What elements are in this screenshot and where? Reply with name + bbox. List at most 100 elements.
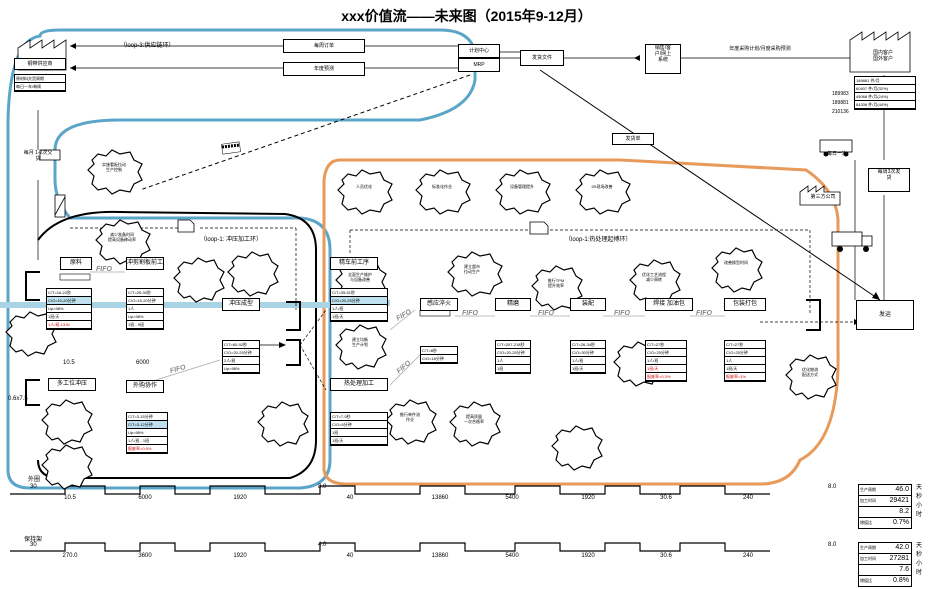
- tl1-units: 天 秒 小时: [916, 485, 923, 518]
- process-heat: 感应淬火: [420, 298, 458, 311]
- customer-factory-icon: [849, 31, 911, 73]
- tl1-start: 30: [30, 484, 37, 490]
- size-label: 0.6x7.5: [8, 396, 28, 402]
- tl1-val-4: 13860: [431, 495, 449, 501]
- process-press-data: C/T=60-92秒 C/O=20-25分钟 2人/班 Up=98%: [222, 340, 260, 374]
- tl1-val-8: 240: [742, 495, 753, 501]
- loop-1-boundary: [322, 158, 840, 486]
- kaizen-text-1: 标准化作业: [432, 184, 452, 189]
- tl2-label: 保持架: [24, 537, 43, 543]
- tl2-val-5: 5400: [505, 553, 519, 559]
- tl1-val-5: 5400: [505, 495, 519, 501]
- weekly-order-box: 每周订单: [283, 39, 365, 53]
- tl2-val-0: 270.0: [62, 553, 78, 559]
- supplier-data-box: 原材料交货周期 每日一车/每周: [14, 74, 66, 92]
- kaizen-text-10: 改善换型时间: [724, 260, 748, 265]
- loop-middle-label: （loop-1: 冲压加工环）: [200, 237, 263, 243]
- process-pack-data: C/T=27秒 C/O=25分钟 1人 1班/天 报废率=1%: [724, 340, 766, 382]
- page-title: xxx价值流——未来图（2015年9-12月）: [341, 8, 592, 24]
- annual-forecast-box: 年度预测: [283, 62, 365, 76]
- process-grind-data: C/T=207-218秒 C/O=20-25分钟 1人 1班: [495, 340, 531, 374]
- process-receive-data: C/T=16-22秒 C/O=10-20分钟 Up=98% 1班/天 1人/班-…: [46, 288, 92, 330]
- plan-center-box: 计划中心: [458, 44, 500, 58]
- kaizen-text-14: 优化物流 配送方式: [802, 367, 818, 377]
- customer-name: 国内客户 国外客户: [872, 50, 893, 62]
- kaizen-text-3: 5S现场改善: [591, 184, 613, 189]
- process-turn: 精车前工序: [330, 257, 378, 270]
- tl2-units: 天 秒 小时: [916, 543, 923, 576]
- kaizen-text-4: 实施看板拉动 生产控制: [102, 162, 126, 172]
- material-flow-band: [0, 302, 330, 308]
- tl2-val-6: 1920: [581, 553, 595, 559]
- kaizen-text-7: 全面生产维护 与设备改善: [348, 272, 372, 282]
- process-blank: 冲剪割板前工: [126, 257, 164, 270]
- process-assemble: 装配: [570, 298, 606, 311]
- tl1-top-1: 8.0: [318, 484, 327, 490]
- timeline-2-line: [10, 542, 770, 552]
- supplier-delivery-label: 每月 1-2次交 货: [23, 150, 53, 162]
- kaizen-text-5: 减少准备时间 提高设备稼动率: [108, 232, 136, 242]
- daily-truck-label: 每日一次: [826, 151, 847, 157]
- logistics-label: 第三方公司: [810, 194, 836, 200]
- kaizen-text-13: 提高质量 一次合格率: [464, 414, 484, 424]
- tl2-val-8: 240: [742, 553, 753, 559]
- kaizen-text-8: 推行TPM 提升效率: [547, 278, 565, 288]
- process-pack: 包装打包: [724, 298, 766, 311]
- process-press: 冲压成型: [222, 298, 260, 311]
- inventory-label-1: 10.5: [63, 360, 75, 366]
- mrp-box: MRP: [458, 58, 500, 72]
- process-heat-data: C/T=8秒 C/O=18分钟: [420, 346, 458, 364]
- shipping-schedule-box: 发货单: [612, 133, 654, 145]
- kaizen-text-9: 优化工艺流程 减少周转: [642, 272, 666, 282]
- tl1-top-2: 8.0: [828, 484, 837, 490]
- kaizen-text-2: 设备管理提升: [510, 184, 534, 189]
- customer-data-box: 189881 件/月 60407 件/月(32%) 45068 件/月(24%)…: [854, 76, 916, 110]
- kaizen-text-12: 推行单件流 作业: [400, 412, 420, 422]
- process-multi: 多工位冲压: [48, 378, 96, 391]
- tl2-top-1: 8.0: [828, 542, 837, 548]
- loop-1-label: （loop-1:热处理起搏环）: [565, 237, 632, 243]
- tl2-start: 30: [30, 542, 37, 548]
- supplier-name: 钢带供应商: [14, 58, 66, 70]
- tl2-top-0: 4.0: [318, 542, 327, 548]
- tl1-val-3: 40: [346, 495, 354, 501]
- process-weld: 焊接 加油包: [645, 298, 693, 311]
- kaizen-text-6: 建立超市 拉动生产: [464, 264, 480, 274]
- tl1-val-7: 30.6: [660, 495, 672, 501]
- tl1-val-2: 1920: [233, 495, 247, 501]
- tl2-val-1: 3600: [138, 553, 152, 559]
- process-outsource: 外购协作: [126, 380, 164, 393]
- inventory-label-2: 6000: [136, 360, 150, 366]
- loop-3-label: （loop-3:供应链环）: [120, 43, 175, 49]
- tl2-val-4: 13860: [431, 553, 449, 559]
- process-turn-data: C/T=35-51秒 C/O=20-25分钟 1人/班 1班/天: [330, 288, 388, 322]
- process-hot: 热处理加工: [330, 378, 388, 391]
- tl2-val-2: 1920: [233, 553, 247, 559]
- process-receive: 原料: [60, 257, 92, 270]
- process-grind: 精磨: [495, 298, 531, 311]
- truck-icon: [39, 139, 873, 252]
- tl2-val-3: 40: [346, 553, 354, 559]
- timeline-1-line: [10, 485, 770, 495]
- tl1-val-6: 1920: [581, 495, 595, 501]
- process-weld-data: C/T=27秒 C/O=25分钟 1人/班 1班/天 报废率=0.3%: [645, 340, 687, 382]
- customer-side-values: 189983 189881 210136: [832, 91, 849, 115]
- outer-label: 外圈: [28, 477, 41, 483]
- sales-system-box: 销售/客 户/网上 系统: [645, 44, 681, 74]
- process-outsource-data: C/T=3-15分钟 C/T=3-12分钟 Up=98% 1人/班 - 1班 报…: [126, 412, 168, 454]
- tl1-val-0: 10.5: [64, 495, 76, 501]
- tl2-val-7: 30.6: [660, 553, 672, 559]
- process-ship: 发运: [856, 300, 914, 330]
- annual-plan-label: 年度采购计划/月度采购预测: [729, 46, 791, 52]
- process-blank-data: C/T=25-30秒 C/O=15-20分钟 1人 Up=98% 1班 - 9班: [126, 288, 164, 330]
- tl1-val-1: 6000: [138, 495, 152, 501]
- logistics-factory-icon: [799, 185, 841, 206]
- process-hot-data: C/T=7-9秒 C/O=5分钟 1班 1班/天: [330, 412, 388, 446]
- ship-doc-box: 发货文件: [520, 50, 564, 66]
- kaizen-text-0: 人员优化: [356, 184, 372, 189]
- kaizen-text-11: 建立均衡 生产计划: [352, 337, 368, 347]
- process-assemble-data: C/T=26-34秒 C/O=30分钟 1人/班 1班/天: [570, 340, 606, 374]
